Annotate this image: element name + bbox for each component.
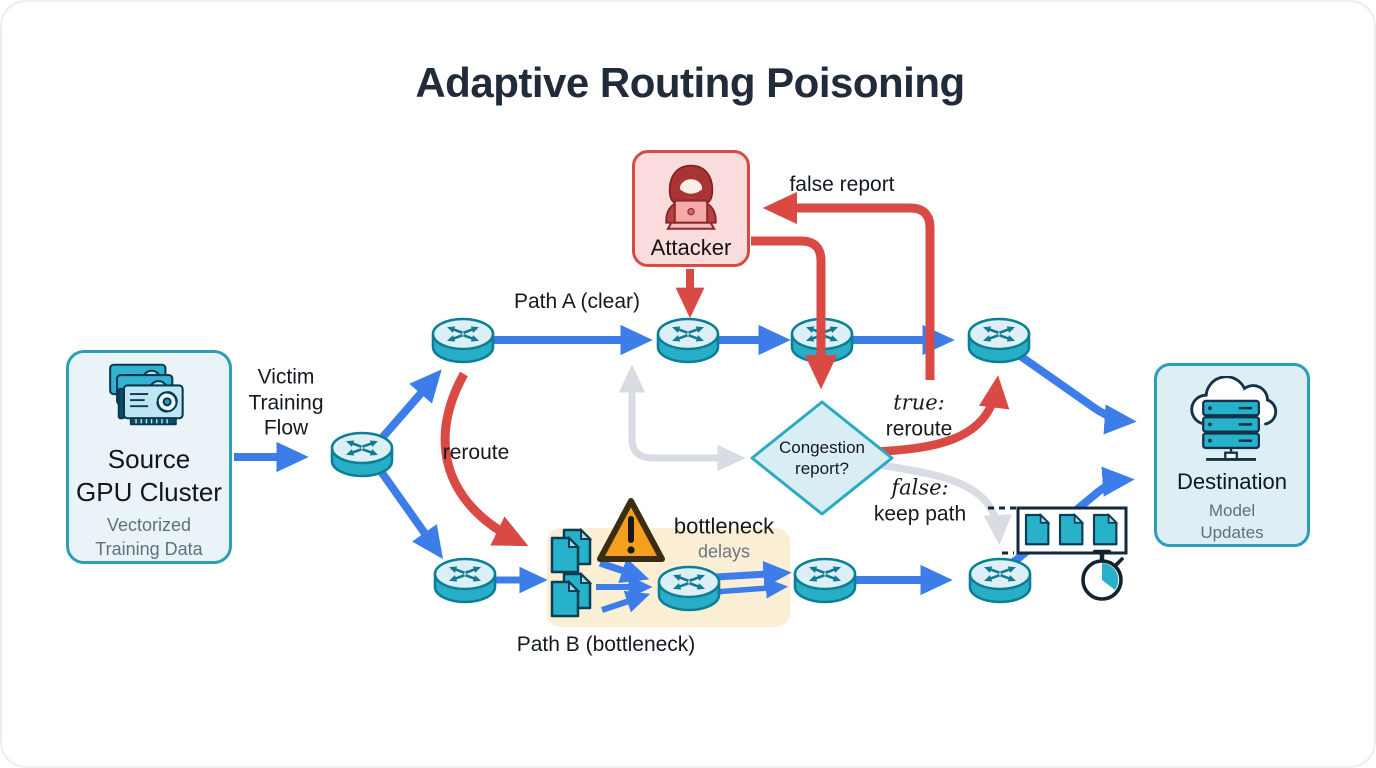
destination-box: Destination Model Updates xyxy=(1154,363,1310,547)
destination-title: Destination xyxy=(1176,469,1288,495)
router-a1 xyxy=(433,319,493,362)
bottleneck-zone xyxy=(547,528,790,627)
victim-flow-label: Victim Training Flow xyxy=(248,365,323,442)
attacker-label: Attacker xyxy=(650,235,732,260)
congestion-line2: report? xyxy=(795,459,849,478)
diagram-title: Adaptive Routing Poisoning xyxy=(415,59,965,106)
router-b4 xyxy=(970,559,1030,602)
path-a-label: Path A (clear) xyxy=(513,290,641,314)
attacker-box: Attacker xyxy=(632,150,750,267)
bottleneck-label: bottleneck xyxy=(673,513,775,539)
source-gpu-cluster-box: Source GPU Cluster Vectorized Training D… xyxy=(66,350,232,564)
victim-flow-line1: Victim xyxy=(257,365,315,389)
true-key: true: xyxy=(893,390,945,415)
cloud-server-icon xyxy=(1190,376,1278,461)
router-a4 xyxy=(969,319,1029,362)
victim-flow-line2: Training xyxy=(248,391,324,415)
delays-label: delays xyxy=(697,541,751,562)
router-b3 xyxy=(795,559,855,602)
stopwatch-icon xyxy=(1081,549,1124,601)
router-a3 xyxy=(792,319,852,362)
congestion-report-label: Congestion report? xyxy=(779,437,865,480)
router-b1 xyxy=(435,559,495,602)
gpu-cluster-icon xyxy=(109,363,184,426)
probe-report-arrow xyxy=(618,364,746,472)
false-value: keep path xyxy=(873,502,967,525)
source-subtitle-line1: Vectorized xyxy=(106,515,192,536)
victim-flow-line3: Flow xyxy=(263,416,309,440)
router-a2 xyxy=(658,319,718,362)
destination-subtitle-line2: Updates xyxy=(1200,522,1264,542)
hacker-icon xyxy=(665,164,717,230)
packet-queue xyxy=(988,506,1128,555)
congestion-line1: Congestion xyxy=(778,437,866,457)
destination-subtitle-line1: Model xyxy=(1208,500,1256,520)
false-key: false: xyxy=(891,475,949,500)
router-splitter xyxy=(332,433,392,476)
false-report-label: false report xyxy=(789,173,895,197)
path-b-label: Path B (bottleneck) xyxy=(516,633,696,657)
reroute-label: reroute xyxy=(442,441,510,465)
false-branch-label: false: keep path xyxy=(874,475,966,526)
true-branch-label: true: reroute xyxy=(886,390,953,441)
true-value: reroute xyxy=(885,417,953,440)
source-subtitle-line2: Training Data xyxy=(95,538,203,559)
source-title-line2: GPU Cluster xyxy=(76,476,222,507)
source-title-line1: Source xyxy=(107,444,191,475)
